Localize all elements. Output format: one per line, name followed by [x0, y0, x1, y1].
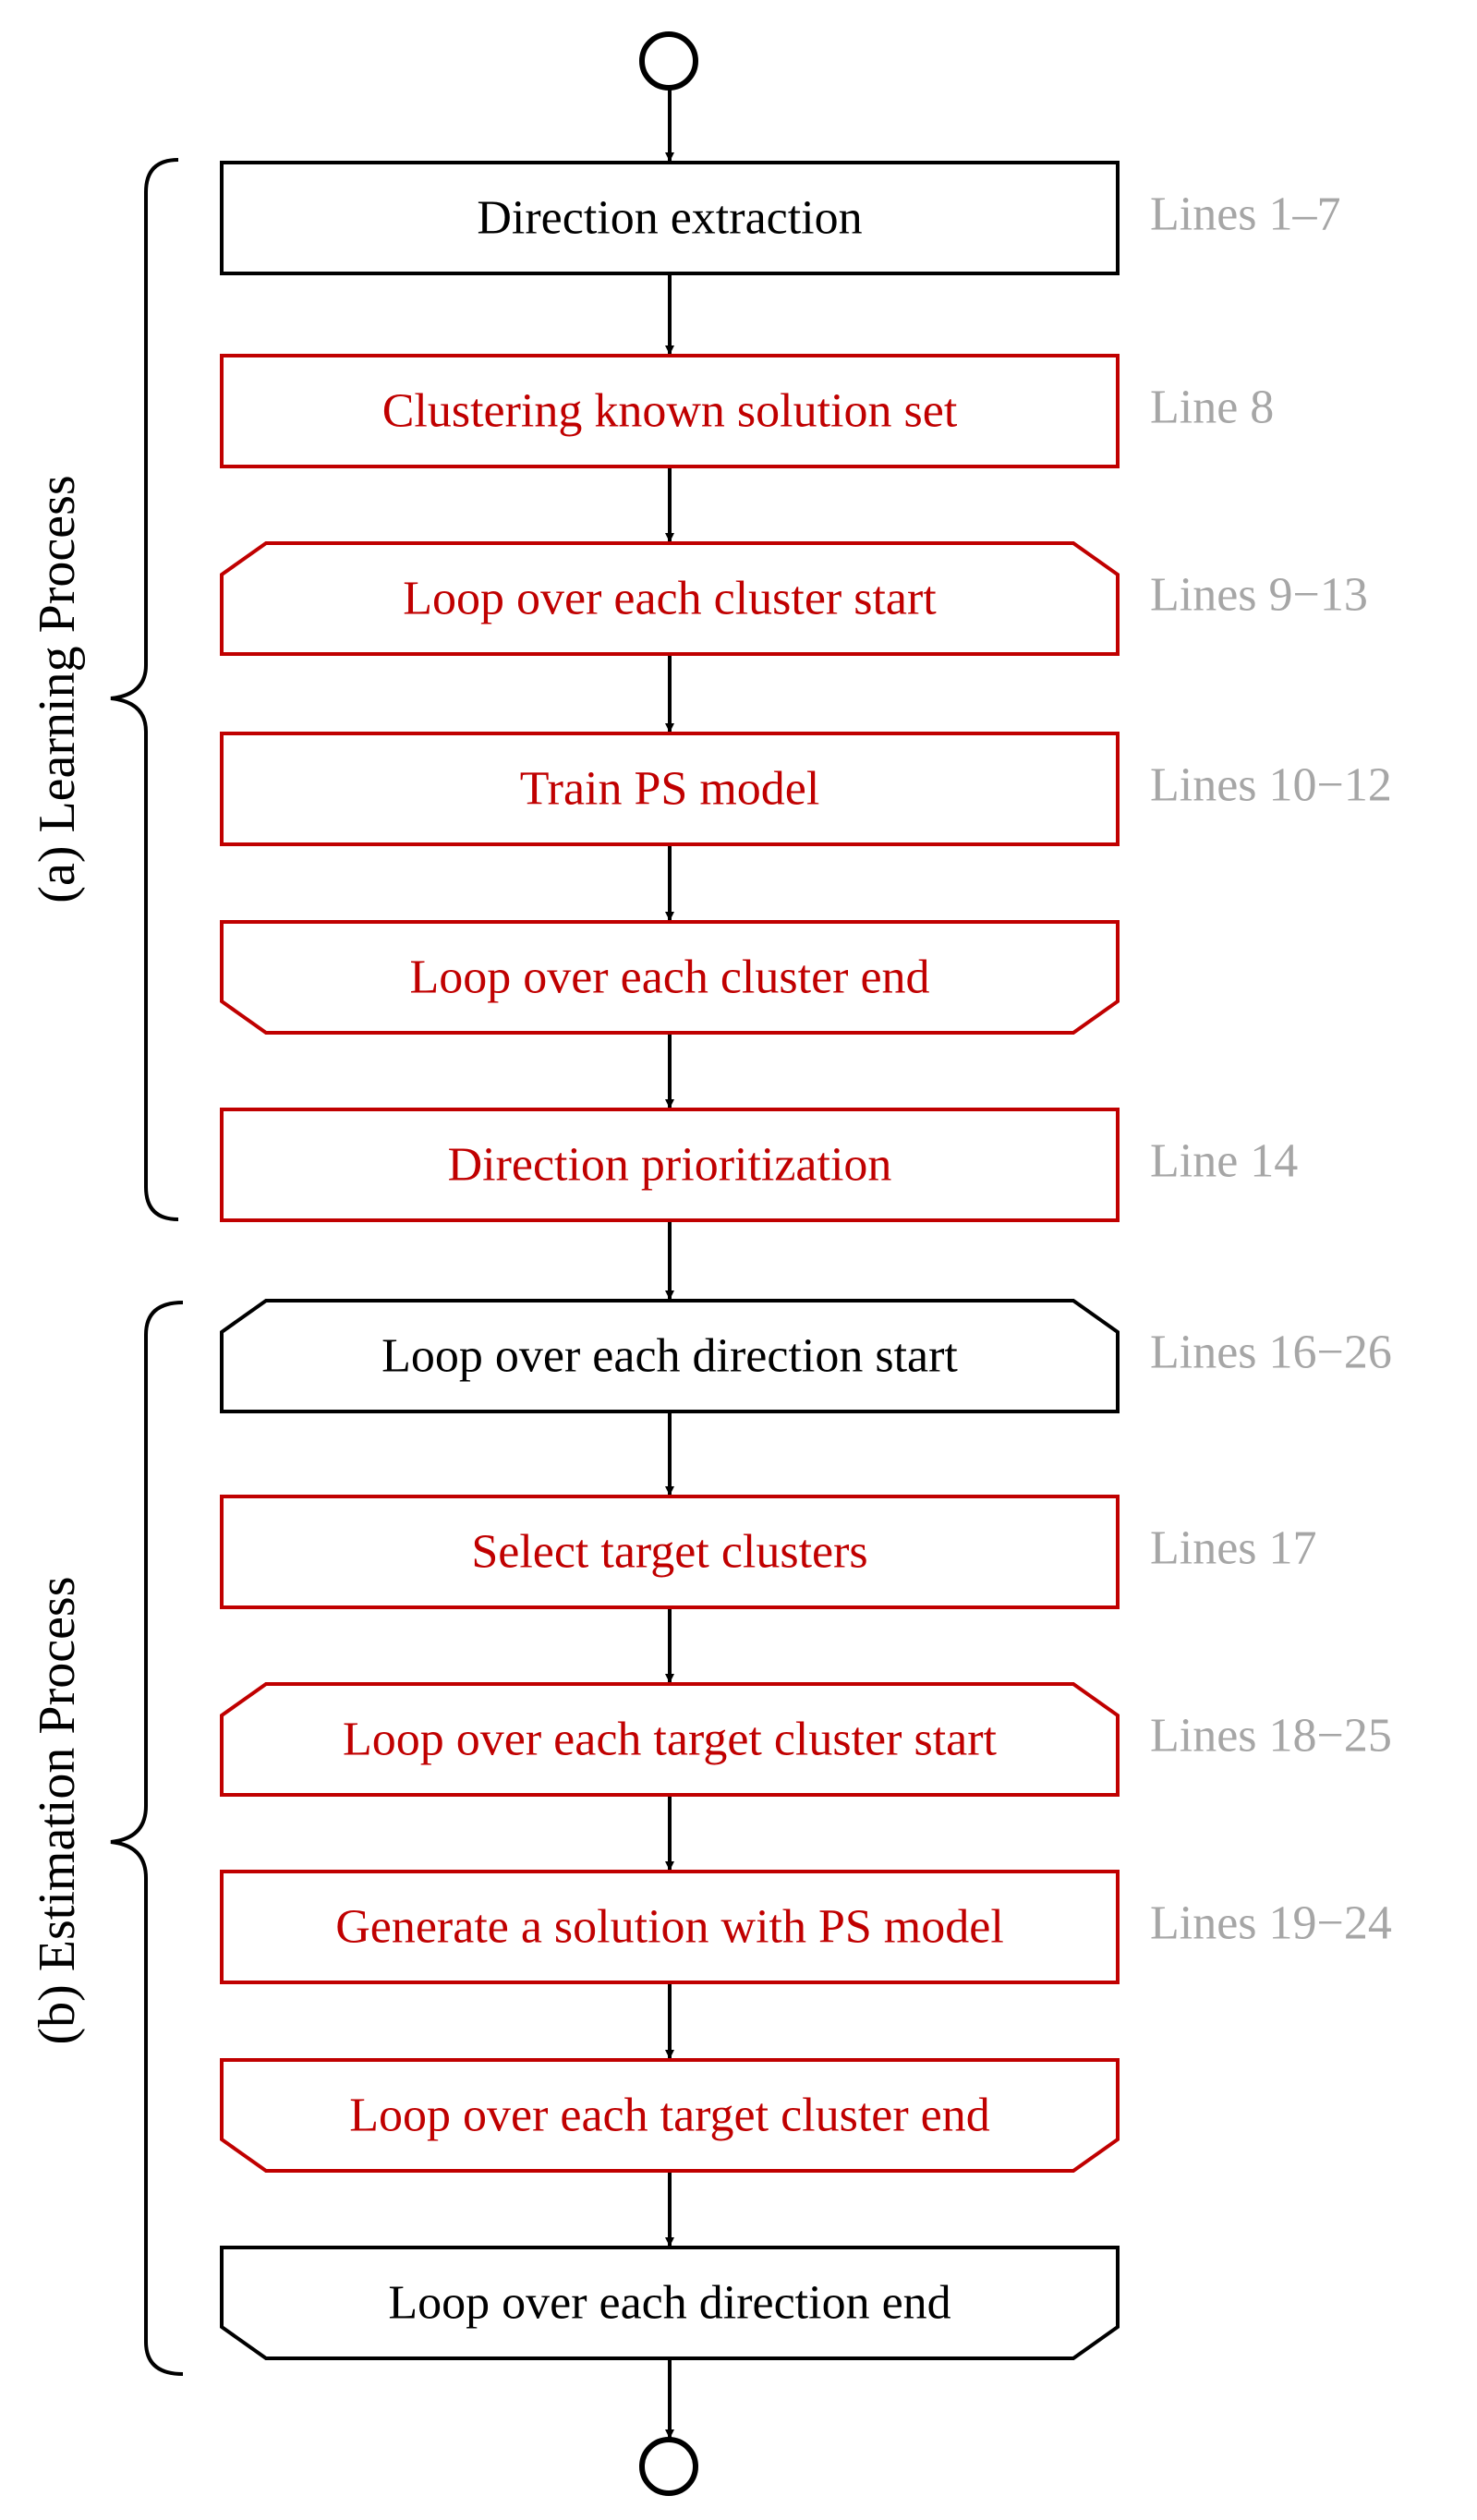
node-loop-over-each-cluster-start: Loop over each cluster start	[220, 541, 1120, 656]
learning-process-label: (a) Learning Process	[29, 475, 86, 903]
loop-end-shape	[220, 920, 1120, 1035]
node-direction-extraction: Direction extraction	[220, 161, 1120, 275]
loop-end-shape	[220, 2246, 1120, 2360]
node-select-target-clusters: Select target clusters	[220, 1495, 1120, 1609]
node-label: Select target clusters	[471, 1526, 867, 1579]
end-terminal	[639, 2437, 698, 2496]
rect-shape	[220, 1870, 1120, 1984]
node-loop-over-each-cluster-end: Loop over each cluster end	[220, 920, 1120, 1035]
estimation-process-label: (b) Estimation Process	[29, 1576, 86, 2044]
estimation-process-group: (b) Estimation Process	[29, 1301, 184, 2376]
node-loop-over-each-direction-start: Loop over each direction start	[220, 1299, 1120, 1413]
loop-start-shape	[220, 1299, 1120, 1413]
start-terminal	[639, 31, 698, 91]
line-reference: Lines 16−26	[1150, 1327, 1392, 1379]
line-reference: Lines 10−12	[1150, 759, 1392, 812]
learning-process-group: (a) Learning Process	[29, 158, 179, 1221]
rect-shape	[220, 1495, 1120, 1609]
node-label: Loop over each direction start	[381, 1330, 958, 1383]
line-reference: Lines 19−24	[1150, 1897, 1392, 1950]
node-label: Loop over each cluster end	[409, 951, 929, 1004]
node-label: Loop over each target cluster end	[349, 2090, 990, 2142]
node-label: Clustering known solution set	[382, 385, 958, 438]
rect-shape	[220, 354, 1120, 468]
node-label: Loop over each target cluster start	[343, 1714, 998, 1766]
rect-shape	[220, 732, 1120, 846]
loop-start-shape	[220, 541, 1120, 656]
learning-process-brace	[110, 158, 179, 1221]
node-clustering-known-solution-set: Clustering known solution set	[220, 354, 1120, 468]
node-loop-over-each-target-cluster-start: Loop over each target cluster start	[220, 1682, 1120, 1797]
rect-shape	[220, 161, 1120, 275]
node-loop-over-each-target-cluster-end: Loop over each target cluster end	[220, 2058, 1120, 2173]
line-reference: Lines 1–7	[1150, 188, 1341, 241]
line-reference: Lines 18−25	[1150, 1710, 1392, 1763]
loop-start-shape	[220, 1682, 1120, 1797]
line-reference: Line 8	[1150, 382, 1274, 434]
node-label: Loop over each cluster start	[403, 573, 937, 625]
loop-end-shape	[220, 2058, 1120, 2173]
rect-shape	[220, 1108, 1120, 1222]
node-loop-over-each-direction-end: Loop over each direction end	[220, 2246, 1120, 2360]
node-label: Loop over each direction end	[388, 2277, 950, 2330]
estimation-process-brace	[110, 1301, 184, 2376]
node-label: Train PS model	[520, 763, 820, 816]
node-label: Direction extraction	[477, 192, 862, 245]
node-direction-prioritization: Direction prioritization	[220, 1108, 1120, 1222]
node-train-ps-model: Train PS model	[220, 732, 1120, 846]
node-label: Generate a solution with PS model	[335, 1901, 1004, 1954]
node-label: Direction prioritization	[448, 1139, 892, 1192]
line-reference: Lines 9−13	[1150, 569, 1368, 622]
line-reference: Lines 17	[1150, 1522, 1317, 1575]
line-reference: Line 14	[1150, 1135, 1298, 1188]
node-generate-a-solution-with-ps-model: Generate a solution with PS model	[220, 1870, 1120, 1984]
